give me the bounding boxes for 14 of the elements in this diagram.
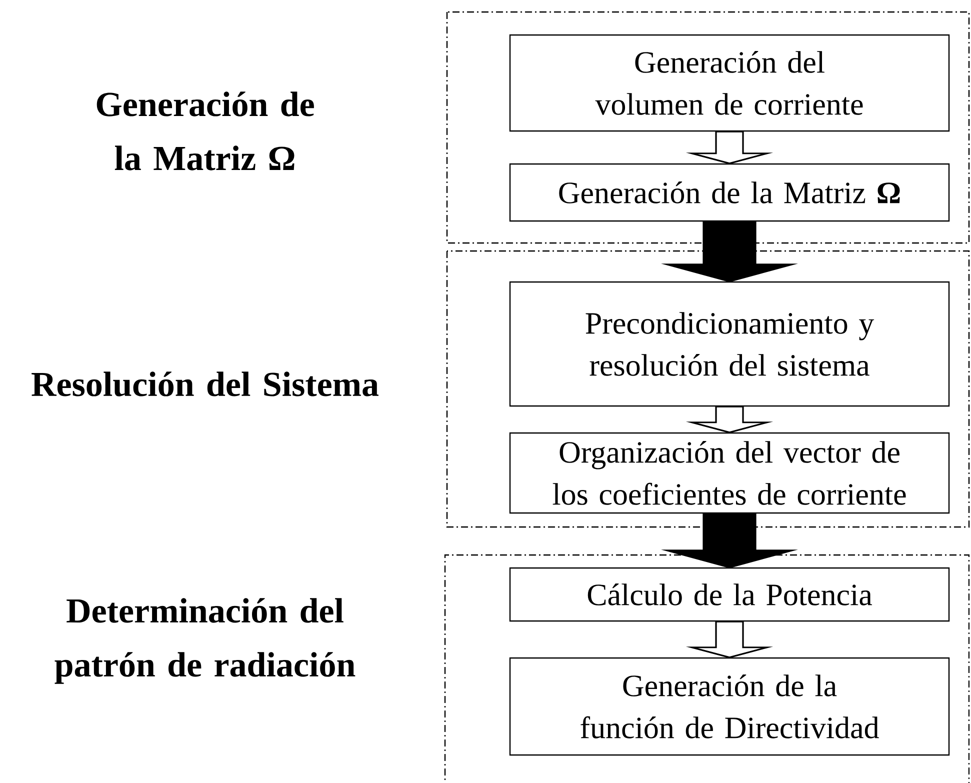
process-box: Generación de la Matriz Ω — [509, 163, 950, 222]
section-heading: Determinación del patrón de radiación — [54, 598, 356, 684]
process-box: Generación de la función de Directividad — [509, 657, 950, 756]
process-box: Cálculo de la Potencia — [509, 567, 950, 622]
process-box: Precondicionamiento y resolución del sistema — [509, 281, 950, 407]
block-arrow — [686, 406, 774, 434]
section-heading: Generación de la Matriz Ω — [96, 92, 314, 170]
process-box: Generación del volumen de corriente — [509, 34, 950, 132]
process-box: Organización del vector de los coeficientes de corriente — [509, 432, 950, 514]
section-heading: Resolución del Sistema — [32, 372, 378, 396]
block-arrow — [686, 130, 774, 164]
block-arrow — [661, 512, 798, 568]
block-arrow — [661, 220, 798, 282]
block-arrow — [686, 620, 774, 658]
